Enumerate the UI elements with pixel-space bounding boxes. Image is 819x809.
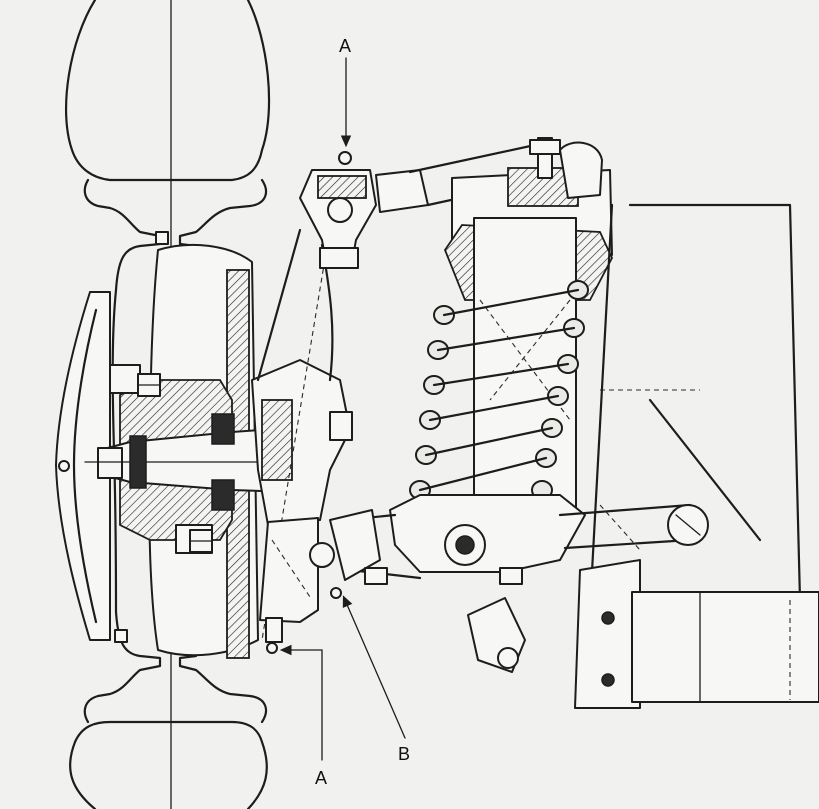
coil-right-sections — [531, 280, 589, 500]
upper-suspension — [256, 143, 537, 382]
arrow-bottom-a — [279, 644, 323, 761]
damper-hidden-line-b — [489, 299, 571, 401]
stub-axle — [84, 413, 311, 511]
chassis-side-member — [631, 591, 819, 703]
rim-lower-right-flange — [178, 654, 268, 724]
hub-cap — [55, 291, 111, 641]
crossmember-outer-edge — [628, 203, 802, 602]
label-bottom-a: A — [315, 768, 327, 788]
upper-link-left — [256, 228, 302, 382]
inner-bearing-top — [211, 413, 235, 445]
anti-roll-bar-end — [497, 647, 519, 669]
tie-bar-top — [558, 503, 692, 517]
lower-wishbone — [329, 494, 709, 585]
hub-cap-inner — [72, 308, 98, 624]
coil-spring-damper — [409, 137, 614, 531]
upper-ball-joint-seat — [317, 175, 367, 199]
axle-nut — [97, 447, 123, 479]
leader-lines — [279, 57, 406, 761]
grease-nipple-bottom — [266, 642, 278, 654]
grease-nipple-top — [338, 151, 352, 165]
coil-left-sections — [409, 305, 455, 500]
tyre-lower-outline — [69, 720, 268, 809]
coil-front-strokes — [418, 288, 580, 492]
lower-joint-spigot — [265, 617, 283, 643]
hub-flange-top — [109, 364, 141, 394]
grease-nipple-b — [330, 587, 342, 599]
crossmember-diagonal — [648, 398, 762, 542]
tie-bar-bush-hatch — [675, 514, 701, 536]
lower-arm-nut-b — [499, 567, 523, 585]
upper-arm-boss — [375, 169, 429, 213]
rim-rivet-bottom — [114, 629, 128, 643]
lower-joint-hidden — [271, 539, 313, 601]
label-top-a: A — [339, 36, 351, 56]
outer-bearing — [129, 435, 147, 489]
bump-stop — [559, 141, 603, 199]
carrier-bolt — [329, 411, 353, 441]
lower-arm-end-bracket — [329, 509, 381, 581]
rim-rivet-top — [155, 231, 169, 245]
rim-upper-left-flange — [83, 178, 162, 292]
inner-bearing-bottom — [211, 479, 235, 511]
tie-bar-hidden — [599, 504, 641, 551]
rim-lower-left-flange — [83, 610, 162, 724]
upper-joint-nut — [319, 247, 359, 269]
lower-arm-nut-a — [364, 567, 388, 585]
lower-spring-pan — [389, 494, 586, 573]
chassis-bolt-lower — [601, 673, 615, 687]
crossmember — [467, 203, 819, 709]
hub-cap-outer — [55, 291, 111, 641]
lower-pivot-pin — [455, 535, 475, 555]
damper-hidden-line-a — [479, 299, 571, 421]
chassis-plate — [574, 559, 641, 709]
carrier-hatch — [261, 399, 293, 481]
upper-arm-top — [408, 143, 537, 174]
lower-joint-housing — [259, 517, 319, 623]
hub-cap-center-stud — [58, 460, 70, 472]
tie-bar-bottom — [563, 538, 692, 550]
label-bottom-b: B — [398, 744, 410, 764]
tyre-upper-outline — [64, 0, 271, 182]
lower-ball-joint — [259, 517, 342, 654]
rim-upper-right-flange — [178, 178, 268, 248]
chassis-bolt-upper — [601, 611, 615, 625]
upper-ball — [327, 197, 353, 223]
wheel-nut-top — [137, 373, 161, 397]
arrow-bottom-b — [342, 595, 406, 739]
top-mount-nut — [529, 139, 561, 155]
steering-arm-eye — [309, 542, 335, 568]
wheel-nut-bottom — [189, 529, 213, 553]
